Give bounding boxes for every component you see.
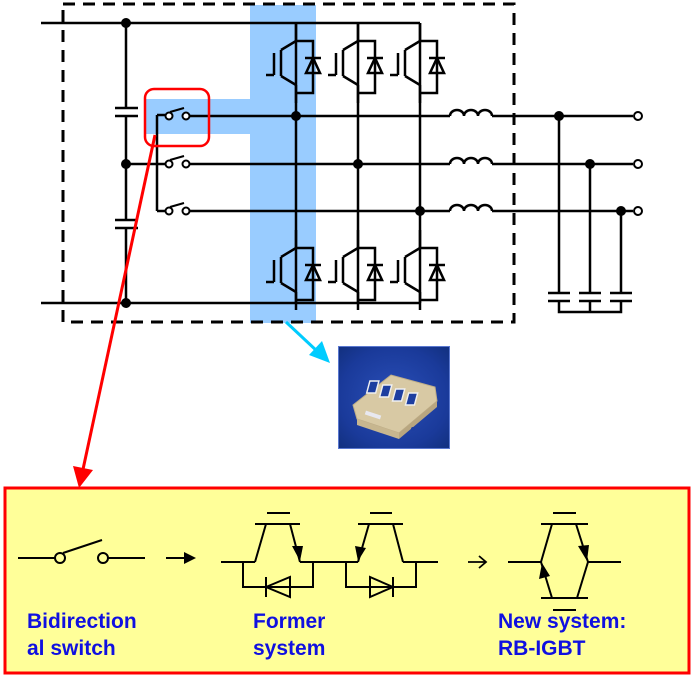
filter-capacitors [548,111,632,314]
arrow-right-icon [166,552,196,564]
rb-igbt-symbol [508,512,621,611]
red-arrow-line [80,134,157,475]
cyan-arrow-head [309,341,330,363]
cyan-arrow-line [284,320,320,354]
output-terminals [633,111,643,216]
switch-callout-box [143,87,211,148]
label-new-line1: New system: [498,610,627,633]
bidirectional-switches [126,107,191,216]
arrow-right-thin-icon [468,555,488,569]
rb-igbt-arrowhead-2 [539,563,550,579]
label-former-line1: Former [253,610,326,633]
igbt-module-photo [338,346,450,449]
rb-igbt-arrowhead-1 [578,545,589,561]
label-bidirectional-line1: Bidirection [27,610,137,633]
label-bidirectional-line2: al switch [27,637,116,660]
former-arrowhead-2 [355,546,366,561]
red-arrow-head [73,466,93,488]
former-arrowhead-1 [292,546,303,561]
label-former-line2: system [253,637,326,660]
inductors [448,108,633,213]
former-system-symbol [221,512,438,599]
igbt-legs [264,21,447,312]
switch-symbol [18,539,145,564]
label-new-line2: RB-IGBT [498,637,586,660]
